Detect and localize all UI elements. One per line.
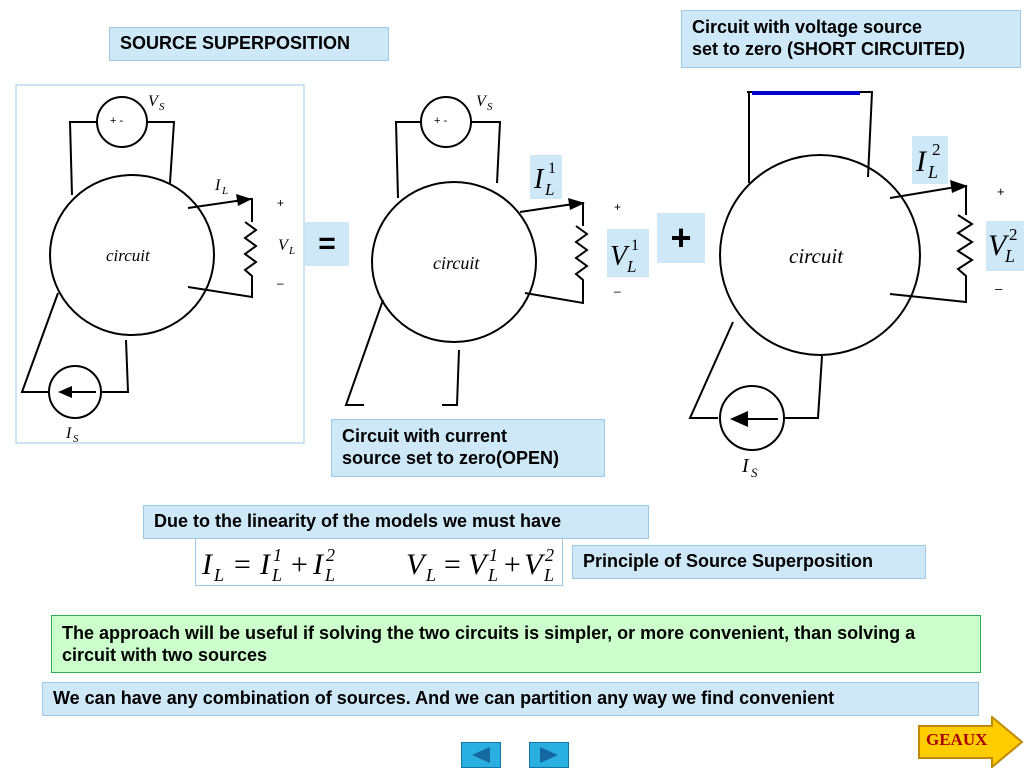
voltage-source-polarity-2: + -	[434, 115, 448, 127]
svg-text:L: L	[543, 565, 554, 585]
previous-slide-button[interactable]	[461, 742, 501, 768]
svg-text:1: 1	[489, 545, 498, 565]
load-minus-2: –	[614, 284, 621, 298]
short-circuit-note-line1: Circuit with voltage source	[692, 17, 923, 37]
open-circuit-variant	[344, 96, 589, 406]
short-circuit-note-line2: set to zero (SHORT CIRCUITED)	[692, 39, 966, 59]
svg-text:I: I	[65, 425, 72, 442]
short-circuit-note: Circuit with voltage source set to zero …	[681, 10, 1021, 68]
plus-sign: +	[657, 213, 705, 263]
svg-text:S: S	[487, 101, 493, 113]
svg-text:S: S	[159, 101, 165, 113]
svg-text:I: I	[533, 164, 545, 195]
short-circuit-variant	[688, 91, 974, 451]
il2-arrowhead	[950, 180, 968, 193]
circuit-label-2: circuit	[433, 253, 480, 273]
svg-text:L: L	[425, 565, 436, 585]
current-source-icon	[48, 365, 102, 419]
circuit-label-3: circuit	[789, 244, 844, 268]
next-slide-button[interactable]	[529, 742, 569, 768]
svg-text:I: I	[201, 548, 214, 581]
svg-text:V: V	[610, 241, 630, 272]
svg-text:2: 2	[932, 140, 941, 159]
svg-text:L: L	[1004, 246, 1015, 266]
svg-text:V: V	[988, 229, 1010, 262]
svg-text:L: L	[288, 245, 295, 257]
principle-label: Principle of Source Superposition	[572, 545, 926, 579]
circuit-label-1: circuit	[106, 246, 150, 265]
svg-text:I: I	[915, 145, 928, 178]
geaux-label: GEAUX	[926, 730, 988, 749]
svg-text:1: 1	[548, 160, 556, 177]
svg-text:I: I	[312, 548, 325, 581]
svg-text:+: +	[502, 548, 522, 581]
vl2-label-bg	[986, 221, 1024, 271]
svg-text:I: I	[741, 455, 750, 477]
il-arrowhead	[236, 194, 252, 206]
svg-text:L: L	[221, 185, 228, 197]
svg-text:V: V	[406, 548, 428, 581]
load-plus-1: +	[277, 196, 285, 210]
svg-text:V: V	[468, 548, 490, 581]
svg-text:V: V	[476, 93, 488, 110]
superposition-equations: I L = I L 1 + I L 2 V L = V L 1 + V L 2	[195, 538, 563, 586]
svg-text:+: +	[289, 548, 309, 581]
load-plus-2: +	[614, 200, 622, 214]
svg-text:I: I	[259, 548, 272, 581]
svg-text:I: I	[214, 177, 221, 194]
svg-text:S: S	[73, 433, 79, 445]
open-note: Circuit with current source set to zero(…	[331, 419, 605, 477]
combination-note: We can have any combination of sources. …	[42, 682, 979, 716]
slide-title: SOURCE SUPERPOSITION	[109, 27, 389, 61]
right-triangle-icon	[540, 747, 558, 763]
load-minus-1: –	[277, 276, 284, 290]
svg-text:=: =	[442, 548, 462, 581]
equals-sign: =	[305, 222, 349, 266]
svg-text:2: 2	[545, 545, 554, 565]
load-plus-3: +	[997, 184, 1005, 199]
svg-text:L: L	[324, 565, 335, 585]
svg-text:L: L	[927, 162, 938, 182]
svg-text:V: V	[278, 237, 290, 254]
svg-text:V: V	[148, 93, 160, 110]
arrow-icon	[918, 716, 1024, 768]
is-arrow-icon-3	[730, 411, 748, 427]
svg-text:S: S	[751, 465, 758, 480]
svg-text:L: L	[213, 565, 224, 585]
linearity-note: Due to the linearity of the models we mu…	[143, 505, 649, 539]
approach-note: The approach will be useful if solving t…	[51, 615, 981, 673]
svg-text:2: 2	[326, 545, 335, 565]
svg-text:1: 1	[273, 545, 282, 565]
il1-label-bg	[530, 155, 562, 199]
voltage-source-polarity-1: + -	[110, 115, 124, 127]
svg-text:2: 2	[1009, 225, 1018, 244]
svg-text:1: 1	[631, 237, 639, 254]
svg-text:L: L	[544, 180, 554, 199]
il2-label-bg	[912, 136, 948, 184]
load-minus-3: –	[995, 281, 1003, 296]
il1-arrowhead	[568, 198, 585, 210]
is-arrow-icon	[58, 386, 72, 398]
current-source-icon-3	[719, 385, 785, 451]
svg-text:=: =	[232, 548, 252, 581]
open-note-line2: source set to zero(OPEN)	[342, 448, 560, 468]
left-triangle-icon	[472, 747, 490, 763]
svg-text:L: L	[487, 565, 498, 585]
svg-text:L: L	[271, 565, 282, 585]
vl1-label-bg	[607, 229, 649, 277]
svg-text:V: V	[524, 548, 546, 581]
open-note-line1: Circuit with current	[342, 426, 508, 446]
svg-text:L: L	[626, 257, 636, 276]
original-circuit	[15, 84, 305, 444]
equations-svg: I L = I L 1 + I L 2 V L = V L 1 + V L 2	[201, 545, 554, 585]
